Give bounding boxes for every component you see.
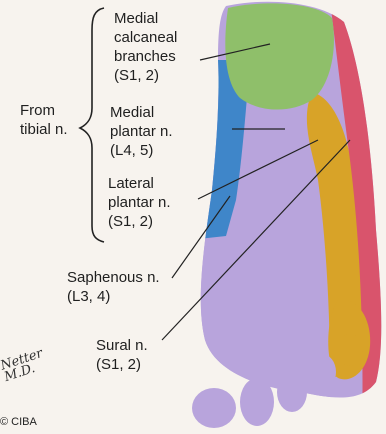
medial-calcaneal-region [225, 3, 334, 109]
label-from-tibial: From tibial n. [20, 101, 68, 139]
label-lateral-plantar: Lateral plantar n. (S1, 2) [108, 174, 171, 231]
toe-third [277, 372, 307, 412]
label-saphenous: Saphenous n. (L3, 4) [67, 268, 160, 306]
label-medial-plantar: Medial plantar n. (L4, 5) [110, 103, 173, 160]
toe-big [192, 388, 236, 428]
label-medial-calcaneal: Medial calcaneal branches (S1, 2) [114, 9, 177, 85]
toe-fifth [337, 334, 363, 366]
toe-second [240, 378, 274, 426]
tibial-brace [80, 8, 104, 242]
credit-text: © CIBA [0, 416, 37, 429]
toe-fourth [308, 354, 336, 390]
label-sural: Sural n. (S1, 2) [96, 336, 148, 374]
